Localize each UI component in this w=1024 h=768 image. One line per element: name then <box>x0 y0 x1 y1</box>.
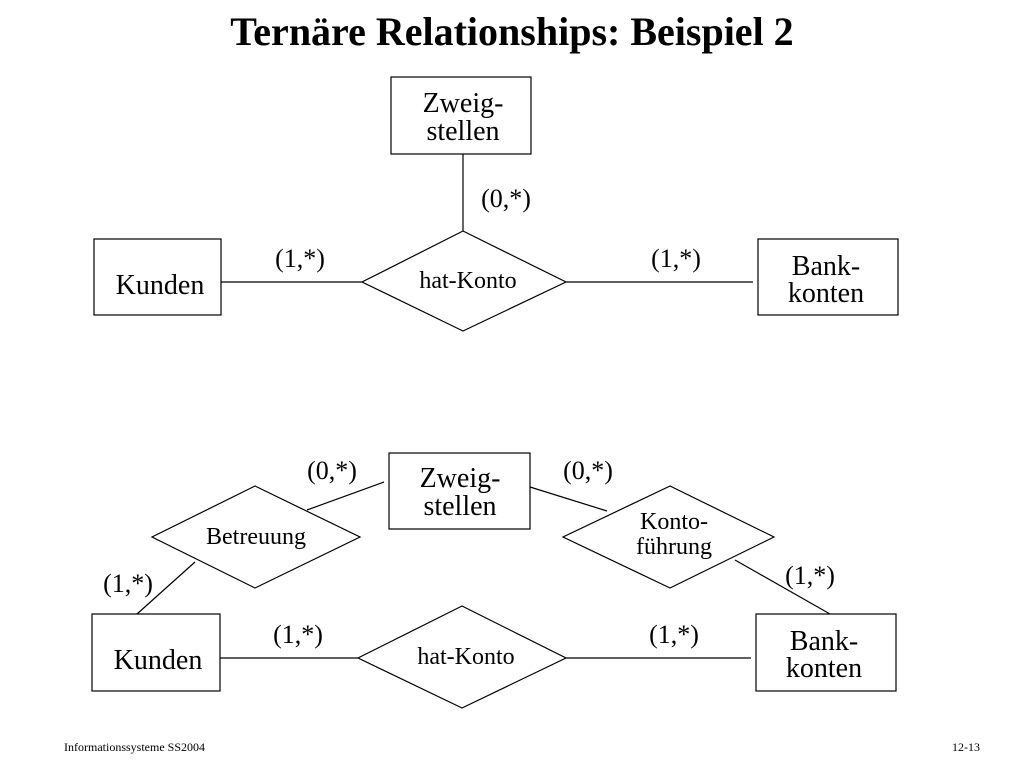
relationship-hat-konto: hat-Konto <box>356 605 568 709</box>
entity-label-line2: konten <box>786 653 862 684</box>
edge-betreuung-zweigstellen <box>306 481 385 511</box>
edge-kontofuehrung-bankkonten <box>734 559 831 615</box>
entity-label: Kunden <box>116 270 205 301</box>
cardinality-hatkonto-bankkonten: (1,*) <box>649 620 699 649</box>
entity-label-line1: Bank- <box>792 251 860 282</box>
cardinality-kontofuehrung-zweigstellen: (0,*) <box>563 456 613 485</box>
edge-betreuung-kunden <box>136 561 196 615</box>
footer-page-number: 12-13 <box>952 740 980 754</box>
cardinality-zweigstellen: (0,*) <box>481 184 531 213</box>
cardinality-kontofuehrung-bankkonten: (1,*) <box>785 561 835 590</box>
entity-label-line2: stellen <box>426 116 499 147</box>
footer-course: Informationssysteme SS2004 <box>64 740 205 754</box>
relationship-label: hat-Konto <box>419 268 516 294</box>
relationship-label: hat-Konto <box>417 644 514 670</box>
entity-zweigstellen: Zweig- stellen <box>390 76 532 155</box>
relationship-konto-fuehrung: Konto- führung <box>561 485 776 589</box>
entity-bankkonten: Bank- konten <box>755 613 897 692</box>
entity-label-line1: Bank- <box>790 626 858 657</box>
cardinality-kunden: (1,*) <box>275 244 325 273</box>
cardinality-hatkonto-kunden: (1,*) <box>273 620 323 649</box>
cardinality-betreuung-zweigstellen: (0,*) <box>307 456 357 485</box>
diagram-2: Zweig- stellen Kunden Bank- konten Betre… <box>91 452 897 709</box>
relationship-label-line1: Konto- <box>640 509 708 535</box>
relationship-betreuung: Betreuung <box>150 485 362 589</box>
entity-label-line1: Zweig- <box>423 88 504 119</box>
entity-zweigstellen: Zweig- stellen <box>388 452 531 530</box>
entity-label-line2: konten <box>788 278 864 309</box>
entity-kunden: Kunden <box>91 613 221 692</box>
relationship-label-line2: führung <box>636 534 712 560</box>
edge-zweigstellen-kontofuehrung <box>529 486 608 512</box>
entity-label: Kunden <box>114 645 203 676</box>
entity-label-line1: Zweig- <box>420 463 501 494</box>
entity-label-line2: stellen <box>423 491 496 522</box>
relationship-label: Betreuung <box>206 524 306 550</box>
cardinality-betreuung-kunden: (1,*) <box>103 569 153 598</box>
slide-title: Ternäre Relationships: Beispiel 2 <box>230 9 794 54</box>
cardinality-bankkonten: (1,*) <box>651 244 701 273</box>
diagram-1: Zweig- stellen Kunden Bank- konten hat-K… <box>93 76 899 332</box>
entity-bankkonten: Bank- konten <box>757 238 899 316</box>
relationship-hat-konto: hat-Konto <box>360 230 568 332</box>
entity-kunden: Kunden <box>93 238 222 316</box>
